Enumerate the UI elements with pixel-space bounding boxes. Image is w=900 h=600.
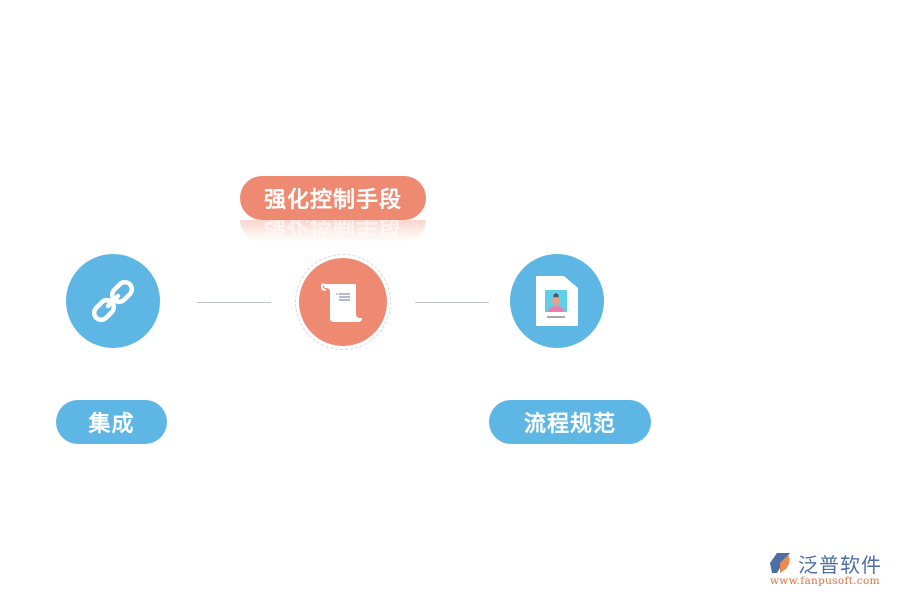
- control-node-ring: [295, 254, 391, 350]
- control-label-pill: 强化控制手段: [240, 176, 426, 220]
- integration-label: 集成: [88, 412, 135, 437]
- integration-label-pill: 集成: [56, 400, 167, 444]
- control-label-reflection: 强化控制手段: [240, 220, 426, 242]
- process-label: 流程规范: [523, 412, 616, 437]
- profile-document-icon: [536, 276, 578, 326]
- control-label: 强化控制手段: [263, 188, 402, 213]
- connector-right: [415, 302, 489, 303]
- process-label-pill: 流程规范: [489, 400, 651, 444]
- control-node: [299, 258, 387, 346]
- process-node: [510, 254, 604, 348]
- chain-link-icon: [91, 279, 135, 323]
- logo-url: www.fanpusoft.com: [770, 575, 880, 587]
- fanpu-logo-icon: [770, 553, 790, 573]
- logo-name: 泛普软件: [798, 553, 882, 577]
- fanpu-logo: 泛普软件 www.fanpusoft.com: [768, 551, 894, 593]
- scroll-document-icon: [320, 283, 362, 322]
- connector-left: [197, 302, 271, 303]
- integration-node: [66, 254, 160, 348]
